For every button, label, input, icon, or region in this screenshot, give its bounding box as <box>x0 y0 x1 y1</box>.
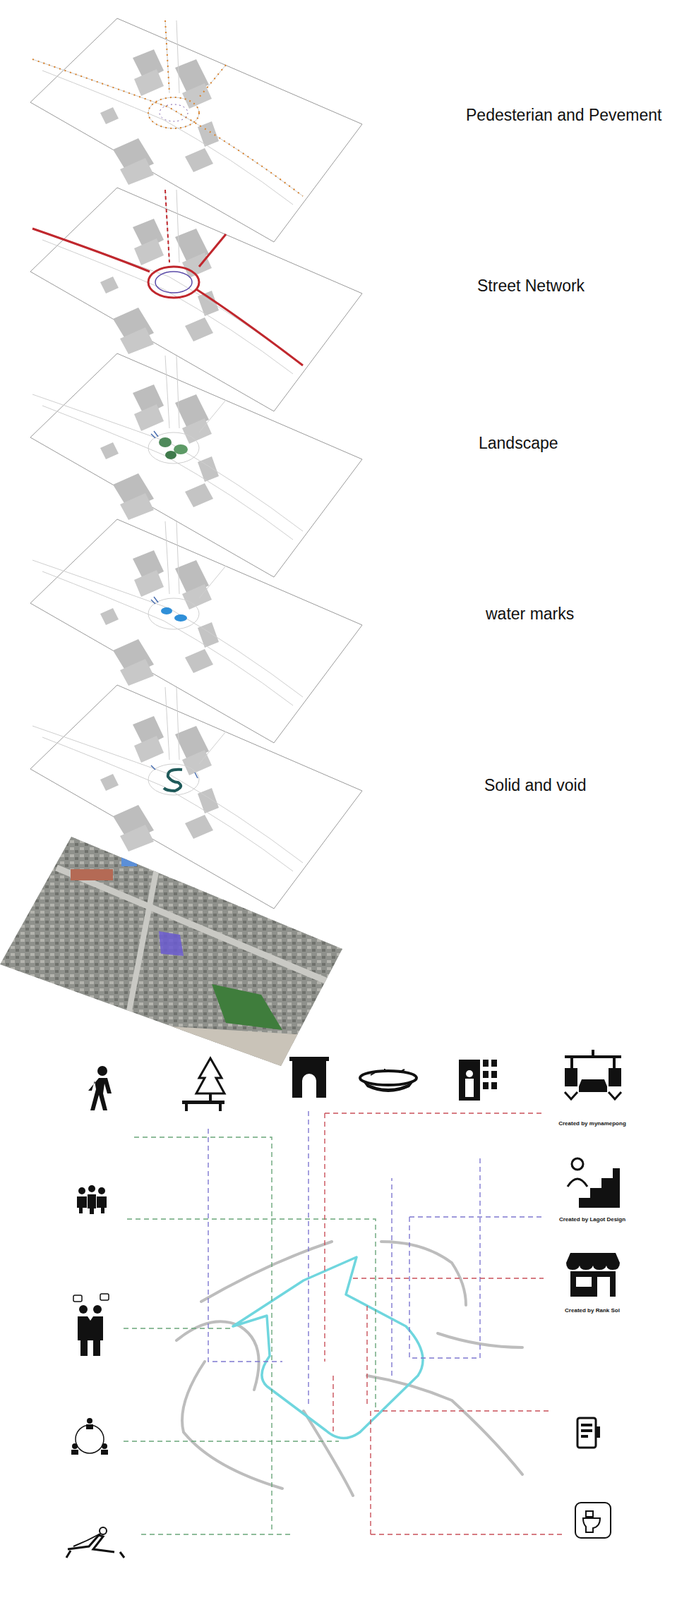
icon-credit: Created by mynamepong <box>539 1121 646 1128</box>
icon-credit: Created by Rank Sol <box>539 1308 646 1315</box>
layer-title: water marks <box>485 604 574 625</box>
layer-title: Landscape <box>478 434 559 454</box>
layer-title: Pedesterian and Pevement <box>465 105 662 125</box>
icon-credit: Created by Lagot Design <box>539 1217 646 1224</box>
layer-title: Solid and void <box>484 776 587 796</box>
layer-title: Street Network <box>477 276 585 296</box>
